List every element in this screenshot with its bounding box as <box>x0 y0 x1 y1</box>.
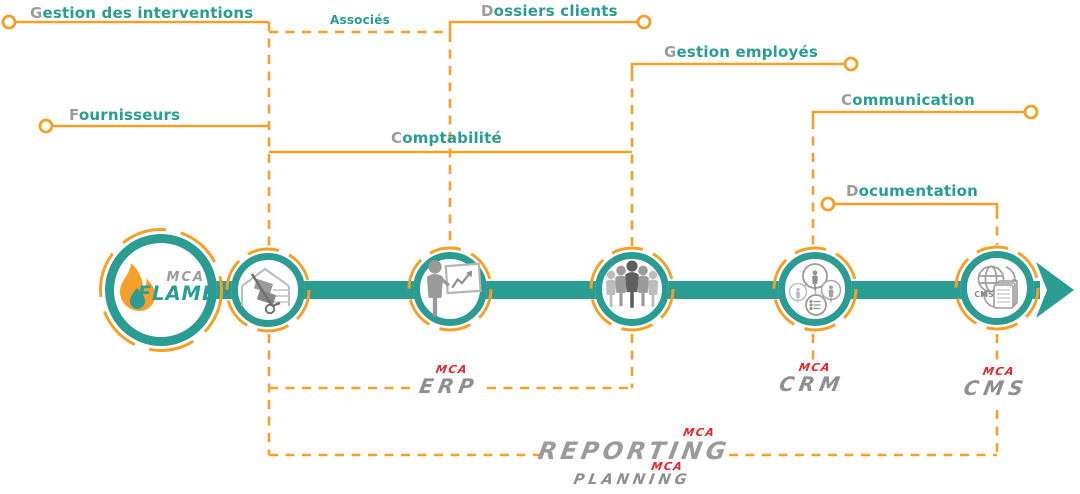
node-team <box>589 246 675 332</box>
line-documentation <box>835 202 999 210</box>
logo-flame-text: FLAME <box>138 282 217 305</box>
ring-fournisseurs <box>38 118 54 134</box>
label-dossiers-clients: Dossiers clients <box>481 2 618 20</box>
wordmark-mca-erp: MCA ERP <box>387 363 513 399</box>
timeline-arrow-icon <box>1036 262 1074 318</box>
crm-name: CRM <box>777 372 847 397</box>
label-comptabilite: Comptabilité <box>391 129 502 147</box>
node-erp <box>407 246 493 332</box>
node-cms: CMS <box>954 245 1040 331</box>
label-communication: Communication <box>841 91 975 109</box>
wordmark-mca-cms: MCA CMS <box>934 365 1060 401</box>
erp-name: ERP <box>417 374 481 399</box>
reporting-mca-prefix: MCA <box>682 426 717 439</box>
label-gestion-interventions: Gestion des interventions <box>30 4 254 22</box>
node-crm <box>772 246 858 332</box>
label-documentation: Documentation <box>846 182 979 200</box>
hand-truck-warehouse-icon <box>240 267 291 315</box>
label-fournisseurs: Fournisseurs <box>69 106 181 124</box>
contacts-network-icon <box>788 263 842 316</box>
globe-documents-icon: CMS <box>974 265 1018 309</box>
ring-gestion-interventions <box>1 14 17 30</box>
ring-documentation <box>820 196 836 212</box>
ring-gestion-employes <box>843 56 859 72</box>
node-logistics <box>225 247 311 333</box>
logo-mca-text: MCA <box>166 270 205 285</box>
label-associes: Associés <box>330 13 390 27</box>
wordmark-mca-planning: MCA PLANNING <box>521 460 746 489</box>
node-flame: MCA FLAME <box>99 228 223 352</box>
dashed-connectors <box>267 22 999 457</box>
line-dossiers-clients <box>448 20 637 33</box>
planning-mca-prefix: MCA <box>650 460 685 473</box>
line-gestion-employes <box>630 62 844 72</box>
feature-connectors <box>1 14 1039 457</box>
wordmark-mca-reporting: MCA REPORTING <box>522 426 749 465</box>
cms-name: CMS <box>961 376 1031 401</box>
planning-name: PLANNING <box>572 472 692 489</box>
flame-drop-logo-icon <box>119 263 156 311</box>
ring-dossiers-clients <box>636 14 652 30</box>
label-gestion-employes: Gestion employés <box>664 43 819 61</box>
ring-communication <box>1023 104 1039 120</box>
connector-terminals <box>1 14 1039 212</box>
wordmark-mca-crm: MCA CRM <box>750 361 876 397</box>
presenter-whiteboard-icon <box>426 260 482 317</box>
cms-icon-text: CMS <box>974 290 994 299</box>
line-communication <box>811 110 1024 120</box>
